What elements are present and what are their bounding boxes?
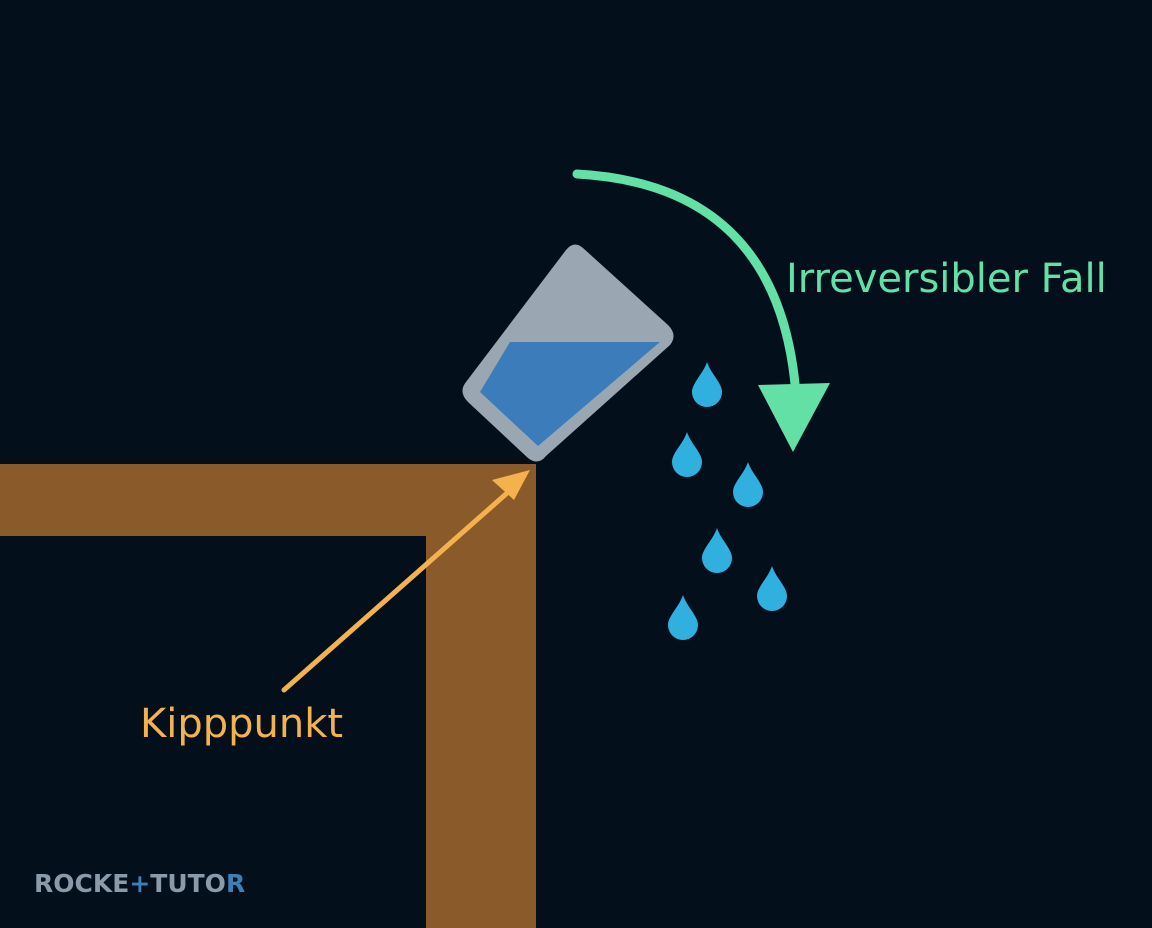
arrow-up-right-icon [281, 470, 530, 693]
fall-arrow-shaft [572, 169, 801, 400]
curved-arrow-down-icon [572, 169, 830, 452]
logo-text-part3: TUTO [150, 869, 226, 898]
tipping-arrow-shaft [281, 491, 509, 693]
logo-text-part2: + [129, 869, 151, 898]
water-drop-icon [757, 566, 787, 611]
tipping-arrow-head [492, 470, 530, 500]
tipping-point-label: Kipppunkt [140, 701, 343, 747]
water-drop-icon [702, 528, 732, 573]
logo-text-part1: ROCKE [34, 869, 130, 898]
table [0, 464, 536, 928]
water-drop-icon [733, 462, 763, 507]
table-leg [426, 464, 536, 928]
logo-text-part4: R [225, 869, 246, 898]
water-drops [668, 362, 787, 640]
irreversible-fall-label: Irreversibler Fall [786, 256, 1107, 302]
brand-logo: ROCKE+TUTOR [34, 869, 245, 898]
water-drop-icon [672, 432, 702, 477]
water-drop-icon [668, 595, 698, 640]
fall-arrow-head [758, 383, 830, 452]
glass-water [480, 342, 660, 446]
tilted-glass-icon [462, 244, 674, 462]
water-drop-icon [692, 362, 722, 407]
